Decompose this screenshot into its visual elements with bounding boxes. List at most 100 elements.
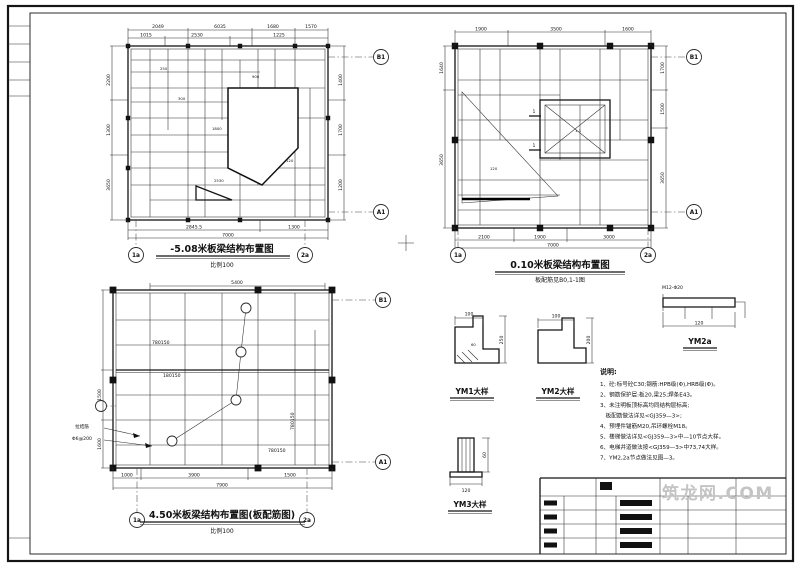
plan-basement-axes: B1 A1 1a 2a <box>128 49 389 263</box>
note-line: 6、电梯井道做法按<GJ359—3>中73,74大样。 <box>600 443 722 451</box>
dim-label: 250 <box>499 336 505 345</box>
watermark: 筑龙网.COM <box>662 483 774 504</box>
axis-bubble <box>297 247 313 263</box>
dim-label: 3650 <box>106 179 112 191</box>
axis-label: B1 <box>377 55 385 61</box>
plan-upper-title: 4.50米板梁结构布置图(板配筋图) <box>149 509 295 521</box>
axis-label: 2a <box>301 253 309 259</box>
notes-title: 说明: <box>600 367 617 376</box>
plan-basement-scale: 比例100 <box>210 261 234 269</box>
plan-upper-linework <box>95 286 336 472</box>
dim-label: 60 <box>471 342 476 347</box>
rebar-label: 780150 <box>290 412 296 430</box>
dim-label: 200 <box>586 336 592 345</box>
axis-bubble <box>686 49 702 65</box>
axis-bubble <box>375 292 391 308</box>
sheet-center-mark <box>398 235 414 251</box>
axis-label: 1a <box>454 253 462 259</box>
dim-label: 1200 <box>338 179 344 191</box>
plan-ground-subtitle: 板配筋见B0,1-1图 <box>535 276 585 284</box>
dim-label: 2200 <box>106 74 112 86</box>
detail-ym2a: M12-Φ20 120 YM2a <box>662 285 746 351</box>
beam-label: 120 <box>490 166 498 171</box>
axis-label: 1a <box>133 518 141 524</box>
dim-label: 100 <box>465 312 474 318</box>
dim-label: 3500 <box>550 27 562 33</box>
plan-basement-title: -5.08米板梁结构布置图 <box>170 243 273 255</box>
dim-label: 1225 <box>273 33 285 39</box>
beam-label: 1-1 <box>575 128 582 133</box>
dim-label: 3000 <box>603 235 615 241</box>
axis-bubble <box>373 204 389 220</box>
detail-ym1: 100 250 60 YM1大样 <box>450 312 507 401</box>
plan-basement-dimensions: 2049 6035 1680 1570 1015 2530 1225 2845.… <box>106 24 346 240</box>
plan-upper: 780150 180150 780150 780150 拉结筋 Φ6@200 5… <box>72 280 391 535</box>
note-line: 3、未注明板顶标高均同结构层标高; <box>600 401 689 409</box>
detail-ym3: 120 60 YM3大样 <box>448 437 492 514</box>
rebar-label: 780150 <box>268 448 286 454</box>
note-line: 4、预埋件锚筋M20,吊环螺栓M18。 <box>600 422 691 430</box>
detail-ym2: 100 200 YM2大样 <box>536 314 594 401</box>
node-circle <box>230 394 242 406</box>
dim-label: 7000 <box>222 233 234 239</box>
dim-label: 1700 <box>338 124 344 136</box>
beam-label: 120 <box>286 158 294 163</box>
plan-upper-rebar-labels: 780150 180150 780150 780150 拉结筋 Φ6@200 <box>72 340 296 454</box>
note-line: 1、砼:标号砼C30;钢筋:HPB级(Φ),HRB级(Φ)。 <box>600 380 719 388</box>
dim-label: 1700 <box>660 62 666 74</box>
dim-label: 1500 <box>284 473 296 479</box>
dim-label: 1300 <box>288 225 300 231</box>
axis-label: B1 <box>690 55 698 61</box>
axis-label: B1 <box>379 298 387 304</box>
plan-ground-axes: B1 A1 1a 2a <box>450 49 702 263</box>
dim-label: 1500 <box>97 389 103 401</box>
section-mark: 1 <box>533 109 536 115</box>
dim-label: 1680 <box>267 24 279 30</box>
dim-label: 1500 <box>660 103 666 115</box>
axis-label: A1 <box>690 210 699 216</box>
dim-label: 6035 <box>214 24 226 30</box>
sheet-frame <box>6 4 795 563</box>
dim-label: 60 <box>482 452 488 458</box>
dim-label: 1400 <box>338 74 344 86</box>
dim-label: 1900 <box>475 27 487 33</box>
dim-label: 5400 <box>231 280 243 286</box>
dim-label: 3900 <box>188 473 200 479</box>
section-mark: 1 <box>533 143 536 149</box>
axis-bubble <box>373 49 389 65</box>
axis-label: A1 <box>379 460 388 466</box>
title-block: 筑龙网.COM <box>539 477 786 554</box>
dim-label: 1600 <box>97 438 103 450</box>
detail-note: M12-Φ20 <box>662 285 683 291</box>
plan-upper-scale: 比例100 <box>210 527 234 535</box>
dim-label: 1000 <box>121 473 133 479</box>
note-line: 板配筋做法详见<GJ359—3>; <box>600 412 682 420</box>
plan-ground-dimensions: 1900 3500 1600 2100 1900 3000 7000 1700 … <box>439 27 668 250</box>
axis-bubble <box>640 247 656 263</box>
dim-label: 2530 <box>191 33 203 39</box>
plan-basement-linework <box>125 43 331 223</box>
dim-label: 1570 <box>305 24 317 30</box>
node-circle <box>166 435 178 447</box>
dim-label: 1300 <box>106 124 112 136</box>
axis-bubble <box>128 247 144 263</box>
axis-bubble <box>686 204 702 220</box>
dim-label: 120 <box>462 488 471 494</box>
axis-bubble <box>450 247 466 263</box>
axis-label: 1a <box>132 253 140 259</box>
detail-label: YM3大样 <box>452 499 487 509</box>
note-line: 2、钢筋保护层:板20,梁25;焊条E43。 <box>600 391 696 399</box>
beam-label: 900 <box>252 74 260 79</box>
dim-label: 7000 <box>547 243 559 249</box>
axis-label: 2a <box>644 253 652 259</box>
axis-label: A1 <box>377 210 386 216</box>
node-circle <box>95 400 107 412</box>
axis-bubble <box>375 454 391 470</box>
node-circle <box>235 346 247 358</box>
plan-basement-inner-labels: 250 300 1800 900 120 2530 <box>160 66 294 183</box>
note-line: 5、楼梯做法详见<GJ359—3>中—10节点大样。 <box>600 433 724 441</box>
beam-label: 1800 <box>212 126 222 131</box>
dim-label: 100 <box>552 314 561 320</box>
axis-bubble <box>299 512 315 528</box>
plan-basement: 250 300 1800 900 120 2530 2049 6035 1680… <box>106 24 389 269</box>
